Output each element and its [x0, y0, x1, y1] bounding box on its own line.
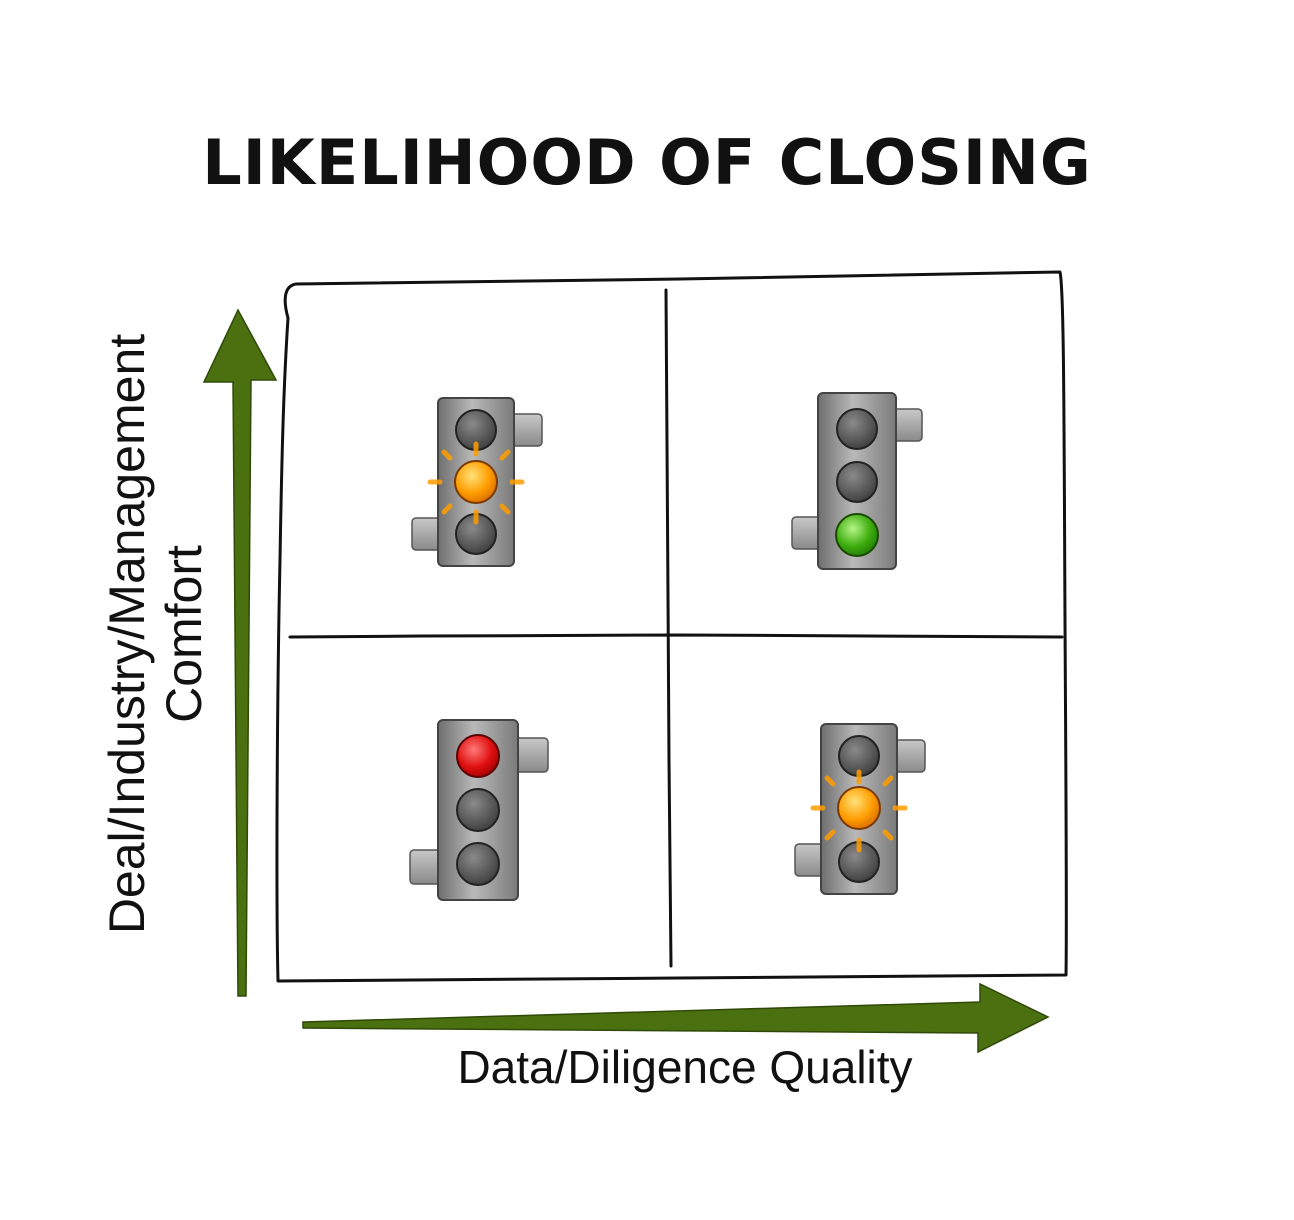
quadrant-grid — [275, 270, 1068, 983]
x-axis-arrow-icon — [302, 982, 1050, 1054]
y-axis-arrow-icon — [202, 308, 278, 997]
traffic-light-amber-icon — [411, 397, 543, 567]
y-axis-label-line-1: Deal/Industry/Management — [99, 333, 155, 935]
traffic-light-amber-icon — [794, 723, 926, 895]
grid-horizontal-divider — [288, 633, 1064, 639]
traffic-light-red-icon — [409, 719, 549, 901]
diagram-title: LIKELIHOOD OF CLOSING — [202, 126, 1092, 199]
x-axis-label: Data/Diligence Quality — [457, 1041, 913, 1093]
grid-outer-border — [275, 270, 1068, 983]
y-axis-label-line-2: Comfort — [156, 545, 212, 723]
traffic-light-green-icon — [791, 392, 923, 570]
y-axis-label: Deal/Industry/Management Comfort — [99, 304, 213, 964]
grid-vertical-divider — [664, 288, 673, 968]
